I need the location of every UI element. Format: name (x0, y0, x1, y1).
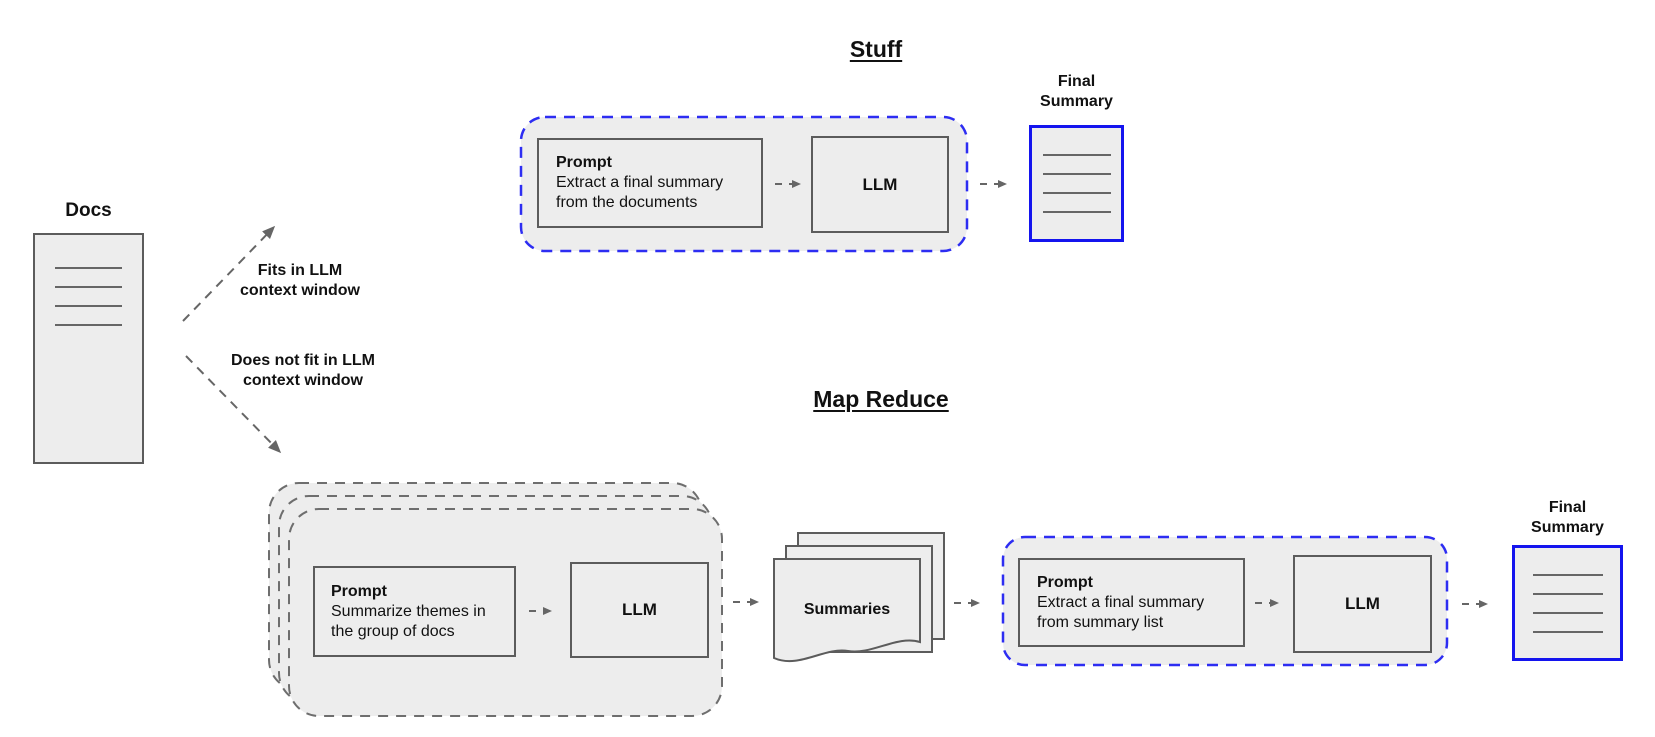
summaries-paper-stack (773, 532, 945, 663)
reduce-llm-box: LLM (1293, 555, 1432, 653)
doc-text-line (1042, 154, 1111, 156)
arrow-does-not-fit-branch (185, 355, 282, 454)
stuff-title: Stuff (849, 36, 903, 62)
reduce-prompt-box: Prompt Extract a final summary from summ… (1018, 558, 1245, 647)
summaries-label: Summaries (803, 601, 891, 618)
doc-text-line (1532, 630, 1603, 633)
map-prompt-text: Summarize themes in the group of docs (331, 602, 486, 640)
map-prompt-box: Prompt Summarize themes in the group of … (313, 566, 516, 657)
map-prompt-heading: Prompt (331, 582, 387, 600)
arrow-fits-branch (182, 225, 276, 322)
doc-text-line (55, 324, 122, 326)
map-llm-box: LLM (570, 562, 709, 658)
reduce-prompt-heading: Prompt (1037, 573, 1093, 591)
branch-label-does-not-fit: Does not fit in LLM context window (231, 352, 375, 389)
doc-text-line (1042, 192, 1111, 194)
doc-text-line (1532, 611, 1603, 614)
map-final-summary-label: Final Summary (1531, 499, 1604, 536)
stuff-prompt-text: Extract a final summary from the documen… (556, 174, 724, 211)
stuff-llm-box: LLM (811, 136, 949, 233)
reduce-llm-label: LLM (1345, 594, 1380, 613)
reduce-prompt-text: Extract a final summary from summary lis… (1037, 593, 1205, 631)
doc-text-line (55, 267, 122, 269)
stuff-final-summary-document-icon (1029, 125, 1124, 242)
docs-document-icon (33, 233, 144, 464)
doc-text-line (55, 286, 122, 288)
stuff-prompt-box: Prompt Extract a final summary from the … (537, 138, 763, 228)
doc-text-line (1042, 211, 1111, 213)
doc-text-line (1532, 573, 1603, 576)
map-llm-label: LLM (622, 600, 657, 619)
docs-label: Docs (65, 200, 112, 221)
stuff-llm-label: LLM (862, 174, 898, 194)
branch-label-fits: Fits in LLM context window (240, 262, 360, 299)
map-final-summary-document-icon (1512, 545, 1623, 661)
doc-text-line (1042, 173, 1111, 175)
stuff-final-summary-label: Final Summary (1040, 73, 1113, 110)
summaries-paper-front (773, 558, 921, 663)
stuff-prompt-heading: Prompt (556, 154, 612, 171)
doc-text-line (55, 305, 122, 307)
map-reduce-title: Map Reduce (813, 386, 949, 412)
doc-text-line (1532, 592, 1603, 595)
